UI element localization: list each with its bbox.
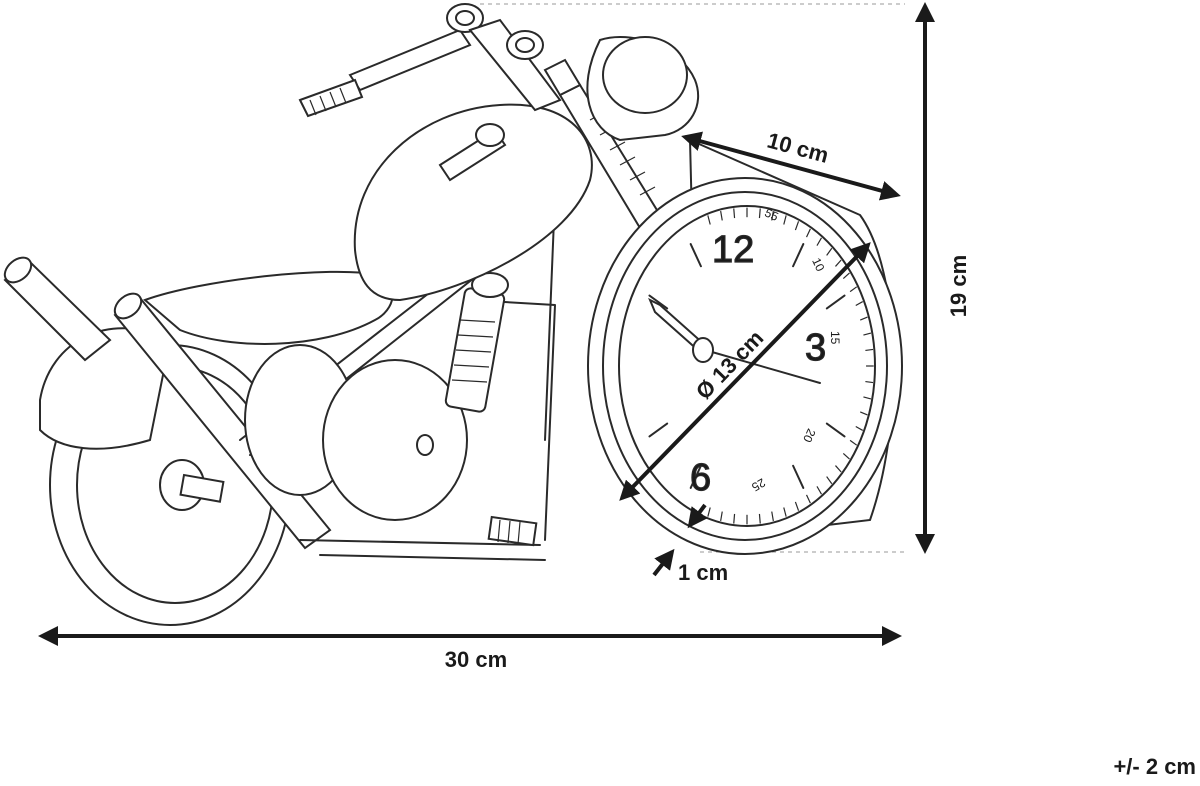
clock-minute-tick	[758, 208, 761, 219]
engine	[244, 272, 509, 521]
clock-minute-tick	[707, 507, 711, 517]
clock-minute-tick	[707, 215, 711, 225]
tolerance-label: +/- 2 cm	[1113, 754, 1196, 779]
handlebars	[298, 3, 562, 182]
clock-minute-tick	[771, 210, 774, 221]
dimension-arrows	[38, 2, 935, 646]
motorcycle-illustration	[3, 3, 700, 626]
clock-minute-tick	[733, 513, 736, 524]
clock-face	[618, 205, 876, 527]
clock-minute-tick	[783, 507, 787, 517]
seat	[143, 270, 394, 345]
fuel-tank	[353, 103, 593, 302]
clock-minute-tick	[794, 221, 800, 231]
clock-numeral-12: 12	[712, 229, 754, 271]
rim-arrow-inner	[687, 503, 708, 529]
clock-minute-tick	[783, 215, 787, 225]
clock-minute-mark-55: 55	[763, 206, 781, 224]
clock-minute-tick	[720, 210, 723, 221]
clock-minute-tick	[771, 511, 774, 522]
clock-minute-mark-15: 15	[828, 331, 842, 345]
length-label: 30 cm	[445, 647, 507, 672]
rim-label: 1 cm	[678, 560, 728, 585]
clock-minute-tick	[720, 511, 723, 522]
clock-minute-tick	[733, 208, 736, 219]
height-label: 19 cm	[946, 255, 971, 317]
clock-minute-tick	[805, 228, 811, 238]
front-fork	[543, 58, 662, 230]
clock-center-cap	[692, 337, 714, 363]
rim-arrow	[652, 548, 675, 577]
clock-numeral-3: 3	[805, 327, 826, 369]
headlight	[586, 36, 700, 142]
clock-minute-tick	[794, 501, 800, 511]
clock-numeral-6: 6	[690, 457, 711, 499]
depth-arrow	[681, 131, 901, 201]
clock-minute-tick	[758, 513, 761, 524]
footrest-bolt	[487, 515, 538, 547]
diameter-arrow	[619, 242, 871, 501]
